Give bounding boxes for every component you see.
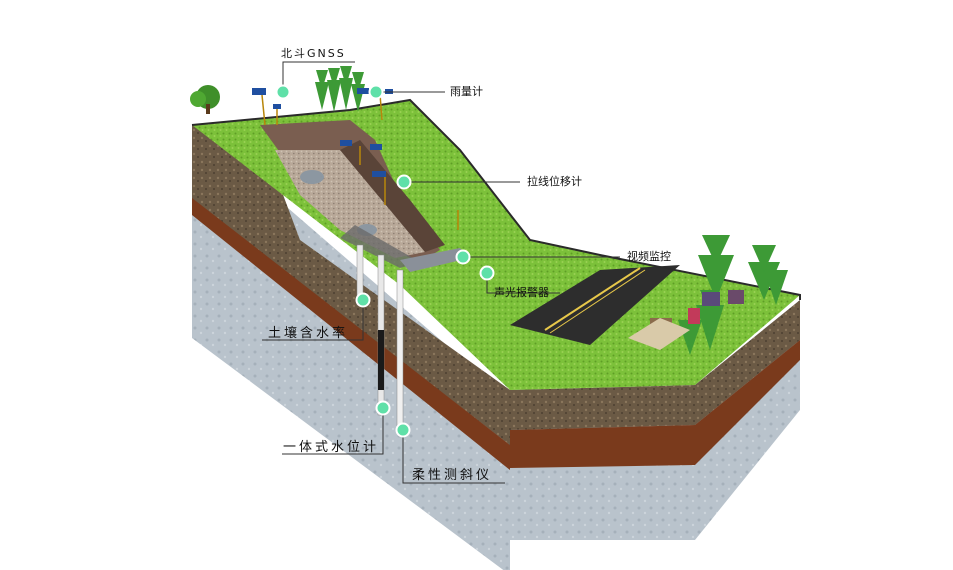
video-monitor-marker xyxy=(455,249,471,265)
label-rain-gauge: 雨量计 xyxy=(450,85,483,98)
sensor-pole-icon xyxy=(261,93,459,230)
label-soil-moisture: 土壤含水率 xyxy=(268,326,349,341)
wire-displacement-marker xyxy=(396,174,412,190)
house-icon xyxy=(628,290,744,350)
alarm-box xyxy=(400,248,470,272)
sensor-markers xyxy=(275,84,495,438)
soil-moisture-marker xyxy=(355,292,371,308)
right-face xyxy=(510,300,800,540)
water-level-marker xyxy=(375,400,391,416)
inclinometer-marker xyxy=(395,422,411,438)
label-alarm: 声光报警器 xyxy=(494,286,549,299)
leader-lines xyxy=(262,61,620,484)
label-inclinometer: 柔性测斜仪 xyxy=(412,468,493,483)
label-water-level: 一体式水位计 xyxy=(283,440,380,455)
road xyxy=(510,265,680,345)
tree-icon xyxy=(190,85,220,114)
front-face xyxy=(192,125,510,570)
alarm-marker xyxy=(479,265,495,281)
label-video-monitor: 视频监控 xyxy=(627,250,671,263)
pine-trees xyxy=(315,66,788,355)
gnss-marker xyxy=(275,84,291,100)
label-gnss: 北斗GNSS xyxy=(281,47,346,60)
slope-surface xyxy=(192,100,800,390)
label-wire-displacement: 拉线位移计 xyxy=(527,175,582,188)
rain-gauge-marker xyxy=(368,84,384,100)
